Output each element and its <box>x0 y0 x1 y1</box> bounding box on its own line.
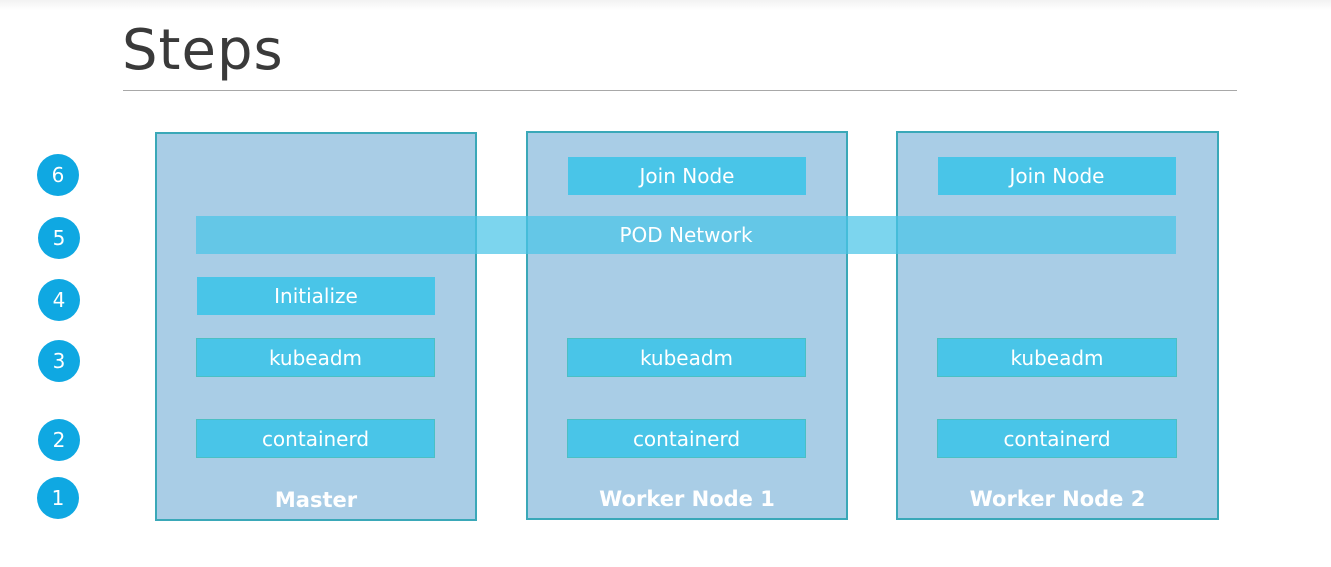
worker-2-join-node: Join Node <box>938 157 1176 195</box>
master-node: Master <box>155 132 477 521</box>
master-initialize: Initialize <box>197 277 435 315</box>
master-containerd: containerd <box>196 419 435 458</box>
worker-2-containerd: containerd <box>937 419 1177 458</box>
step-5-badge: 5 <box>38 217 80 259</box>
step-6-badge: 6 <box>37 154 79 196</box>
worker-1-containerd: containerd <box>567 419 806 458</box>
slide-title: Steps <box>122 18 284 83</box>
pod-network-bar: POD Network <box>196 216 1176 254</box>
worker-node-1-label: Worker Node 1 <box>599 487 775 511</box>
title-divider <box>123 90 1237 91</box>
worker-node-2-label: Worker Node 2 <box>969 487 1146 511</box>
step-3-badge: 3 <box>38 340 80 382</box>
top-shadow <box>0 0 1331 10</box>
worker-2-kubeadm: kubeadm <box>937 338 1177 377</box>
worker-1-kubeadm: kubeadm <box>567 338 806 377</box>
step-1-badge: 1 <box>37 477 79 519</box>
worker-1-join-node: Join Node <box>568 157 806 195</box>
master-node-label: Master <box>274 488 358 512</box>
step-4-badge: 4 <box>38 279 80 321</box>
step-2-badge: 2 <box>38 419 80 461</box>
master-kubeadm: kubeadm <box>196 338 435 377</box>
